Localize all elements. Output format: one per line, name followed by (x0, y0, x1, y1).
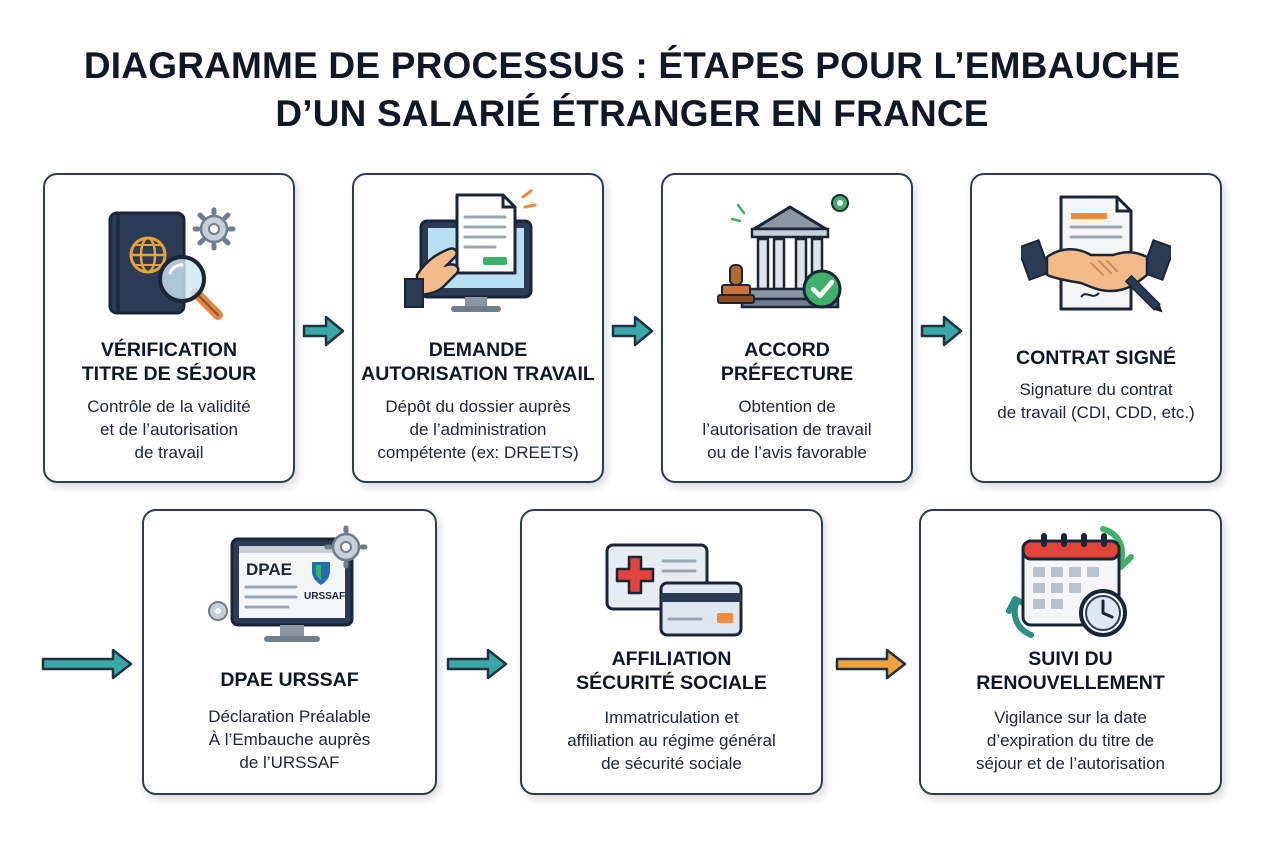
step-description: Déclaration Préalable À l’Embauche auprè… (208, 707, 371, 772)
step-description: Contrôle de la validité et de l’autorisa… (87, 397, 251, 462)
step-heading: ACCORD PRÉFECTURE (720, 339, 854, 385)
arrow-right-icon (611, 315, 654, 347)
step-card-social-security: AFFILIATION SÉCURITÉ SOCIALE Immatricula… (520, 509, 823, 795)
step-card-contract: CONTRAT SIGNÉ Signature du contrat de tr… (970, 173, 1222, 483)
step-heading: SUIVI DU RENOUVELLEMENT (976, 648, 1165, 694)
step-card-dpae: DPAE URSSAF DPAE URSSAF Déclaration Préa… (142, 509, 437, 795)
dpae-screen-text: DPAE (246, 560, 292, 579)
step-description: Dépôt du dossier auprès de l’administrat… (377, 397, 579, 462)
step-card-renewal: SUIVI DU RENOUVELLEMENT Vigilance sur la… (919, 509, 1222, 795)
title-line-1: DIAGRAMME DE PROCESSUS : ÉTAPES POUR L’E… (83, 45, 1181, 86)
step-heading: AFFILIATION SÉCURITÉ SOCIALE (576, 648, 767, 694)
health-card-icon (605, 543, 742, 637)
step-card-prefecture: ACCORD PRÉFECTURE Obtention de l’autoris… (661, 173, 913, 483)
arrow-right-icon (302, 315, 345, 347)
step-card-verification: VÉRIFICATION TITRE DE SÉJOUR Contrôle de… (43, 173, 295, 483)
step-heading: VÉRIFICATION TITRE DE SÉJOUR (81, 339, 257, 385)
prefecture-stamp-check-icon (717, 194, 849, 309)
step-description: Obtention de l’autorisation de travail o… (702, 397, 872, 462)
arrow-continue-icon (41, 648, 133, 680)
step-heading: CONTRAT SIGNÉ (1016, 347, 1176, 369)
title-line-2: D’UN SALARIÉ ÉTRANGER EN FRANCE (275, 93, 989, 134)
arrow-right-icon (920, 315, 963, 347)
step-card-work-authorization: DEMANDE AUTORISATION TRAVAIL Dépôt du do… (352, 173, 604, 483)
monitor-dpae-icon: DPAE URSSAF (207, 525, 367, 642)
handshake-contract-icon (1021, 195, 1171, 313)
passport-magnifier-icon (108, 207, 236, 320)
arrow-right-icon (446, 648, 508, 680)
step-description: Immatriculation et affiliation au régime… (567, 708, 776, 773)
computer-document-icon (404, 189, 537, 312)
step-heading: DPAE URSSAF (220, 669, 359, 691)
step-heading: DEMANDE AUTORISATION TRAVAIL (361, 339, 595, 385)
diagram-title: DIAGRAMME DE PROCESSUS : ÉTAPES POUR L’E… (0, 42, 1264, 138)
step-description: Signature du contrat de travail (CDI, CD… (997, 380, 1195, 422)
step-description: Vigilance sur la date d’expiration du ti… (975, 708, 1165, 773)
urssaf-screen-text: URSSAF (304, 591, 345, 602)
arrow-right-orange-icon (835, 648, 907, 680)
calendar-clock-renewal-icon (1005, 526, 1134, 638)
